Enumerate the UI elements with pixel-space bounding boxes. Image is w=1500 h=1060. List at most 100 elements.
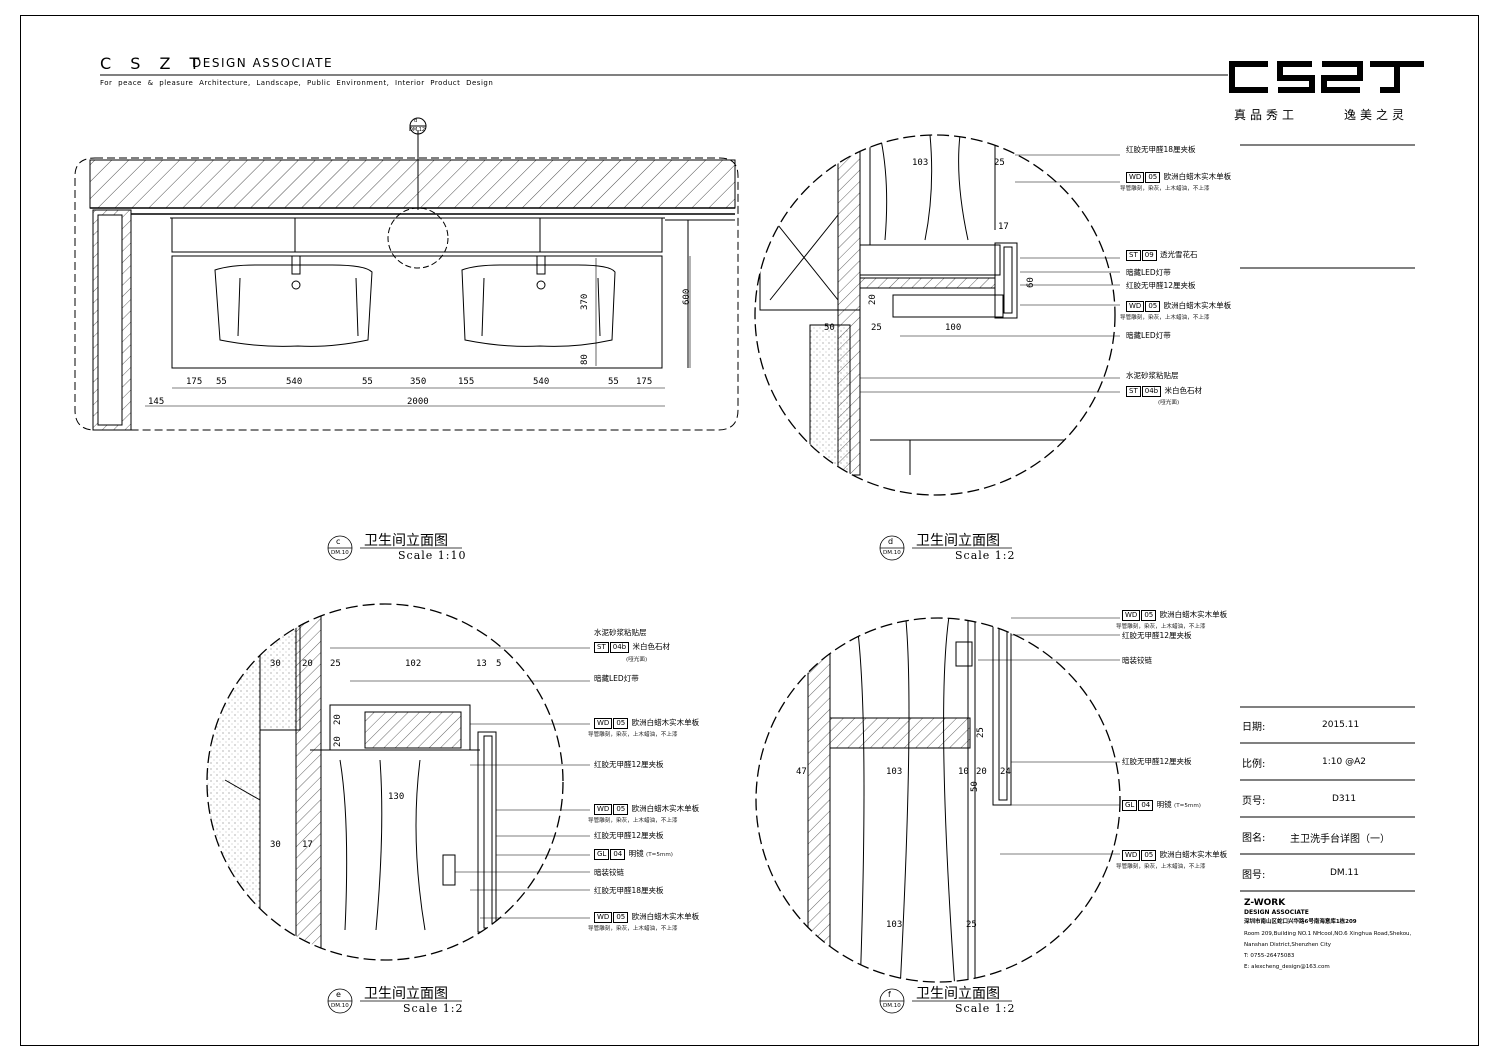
material-code: 05: [1141, 850, 1157, 861]
dim: 600: [682, 288, 692, 305]
material-code: 05: [1141, 610, 1157, 621]
dim: 175: [186, 377, 203, 387]
dim: 20: [333, 736, 343, 747]
annotation: 红胶无甲醛12厘夹板: [1122, 631, 1192, 640]
annotation-note: 导管雕刻，染灰，上木蜡油，不上漆: [588, 926, 678, 932]
drawing-frame: [20, 15, 1479, 1046]
material-name: 欧洲白蜡木实木单板: [631, 718, 700, 727]
annotation-note: 导管雕刻，染灰，上木蜡油，不上漆: [1116, 864, 1206, 870]
dim: 60: [1026, 277, 1036, 288]
view-c-marker-ref: DM.10: [331, 550, 349, 556]
dim: 20: [976, 767, 987, 777]
material-code: ST: [594, 642, 609, 653]
company-name: Z-WORK: [1244, 898, 1286, 908]
annotation: 暗藏LED灯带: [1126, 331, 1171, 340]
dim: 130: [388, 792, 405, 802]
annotation: 红胶无甲醛12厘夹板: [594, 760, 664, 769]
email: E: alexcheng_design@163.com: [1244, 964, 1330, 970]
annotation-note: 导管雕刻，染灰，上木蜡油，不上漆: [1116, 624, 1206, 630]
cszt-logo: [1229, 61, 1424, 93]
section-marker-top: d: [414, 118, 418, 124]
date-value: 2015.11: [1322, 720, 1360, 730]
view-d-scale: Scale 1:2: [955, 549, 1016, 562]
material-code: WD: [594, 912, 613, 923]
view-f-marker-letter: f: [888, 990, 891, 999]
scale-value: 1:10 @A2: [1322, 757, 1366, 767]
dim: 540: [533, 377, 550, 387]
dim: 20: [868, 294, 878, 305]
dim: 540: [286, 377, 303, 387]
dim: 145: [148, 397, 165, 407]
drawing-number-value: DM.11: [1330, 868, 1360, 878]
dim: 13: [476, 659, 487, 669]
view-c-marker-letter: c: [336, 537, 341, 546]
annotation: 红胶无甲醛18厘夹板: [594, 886, 664, 895]
material-code: 05: [1145, 172, 1161, 183]
material-name: 欧洲白蜡木实木单板: [1159, 850, 1228, 859]
view-f-detail: [755, 617, 1121, 983]
dim: 30: [270, 840, 281, 850]
annotation: 暗藏LED灯带: [1126, 268, 1171, 277]
address-en-2: Nanshan District,Shenzhen City: [1244, 942, 1332, 948]
annotation: 红胶无甲醛18厘夹板: [1126, 145, 1196, 154]
dim: 17: [302, 840, 313, 850]
drawing-name-label: 图名:: [1242, 833, 1266, 844]
material-name: 欧洲白蜡木实木单板: [1163, 301, 1232, 310]
material-code: 05: [613, 804, 629, 815]
dim: 10: [958, 767, 969, 777]
material-code: WD: [1126, 172, 1145, 183]
material-name: 欧洲白蜡木实木单板: [631, 804, 700, 813]
view-f-scale: Scale 1:2: [955, 1002, 1016, 1015]
view-d-detail: [754, 134, 1120, 496]
view-e-detail: [206, 603, 590, 961]
view-c-scale: Scale 1:10: [398, 549, 467, 562]
material-code: 09: [1141, 250, 1157, 261]
dim: 2000: [407, 397, 429, 407]
dim: 103: [912, 158, 929, 168]
slogan-right: 逸美之灵: [1344, 108, 1409, 122]
dim: 25: [871, 323, 882, 333]
material-code: ST: [1126, 386, 1141, 397]
dim: 80: [580, 354, 590, 365]
dim: 370: [580, 293, 590, 310]
material-code: GL: [594, 849, 610, 860]
annotation-note: 导管雕刻，染灰，上木蜡油，不上漆: [588, 732, 678, 738]
dim: 30: [270, 659, 281, 669]
scale-label: 比例:: [1242, 759, 1266, 770]
material-name: 欧洲白蜡木实木单板: [631, 912, 700, 921]
annotation-note: 导管雕刻，染灰，上木蜡油，不上漆: [1120, 186, 1210, 192]
dim: 24: [1000, 767, 1011, 777]
annotation: 暗装铰链: [594, 868, 624, 877]
page-value: D311: [1332, 794, 1357, 804]
slogan-left: 真品秀工: [1234, 108, 1299, 122]
material-name: 透光雪花石: [1160, 250, 1198, 259]
dim: 100: [945, 323, 962, 333]
material-code: 04: [1138, 800, 1154, 811]
material-code: WD: [1122, 610, 1141, 621]
view-f-title: 卫生间立面图: [916, 986, 1000, 1002]
annotation: 红胶无甲醛12厘夹板: [594, 831, 664, 840]
material-code: 04b: [1141, 386, 1162, 397]
telephone: T: 0755-26475083: [1244, 953, 1295, 959]
dim: 25: [966, 920, 977, 930]
address-en-1: Room 209,Building NO.1 NHcool,NO.6 Xingh…: [1244, 931, 1412, 937]
drawing-name-value: 主卫洗手台详图（一）: [1290, 834, 1390, 845]
annotation: 水泥砂浆粘贴层: [1126, 371, 1179, 380]
material-code: WD: [1122, 850, 1141, 861]
material-code: 05: [1145, 301, 1161, 312]
material-code: 04: [610, 849, 626, 860]
dim: 25: [330, 659, 341, 669]
dim: 47: [796, 767, 807, 777]
dim: 175: [636, 377, 653, 387]
material-name: 明镜: [628, 849, 644, 858]
company-sub: DESIGN ASSOCIATE: [1244, 909, 1309, 916]
